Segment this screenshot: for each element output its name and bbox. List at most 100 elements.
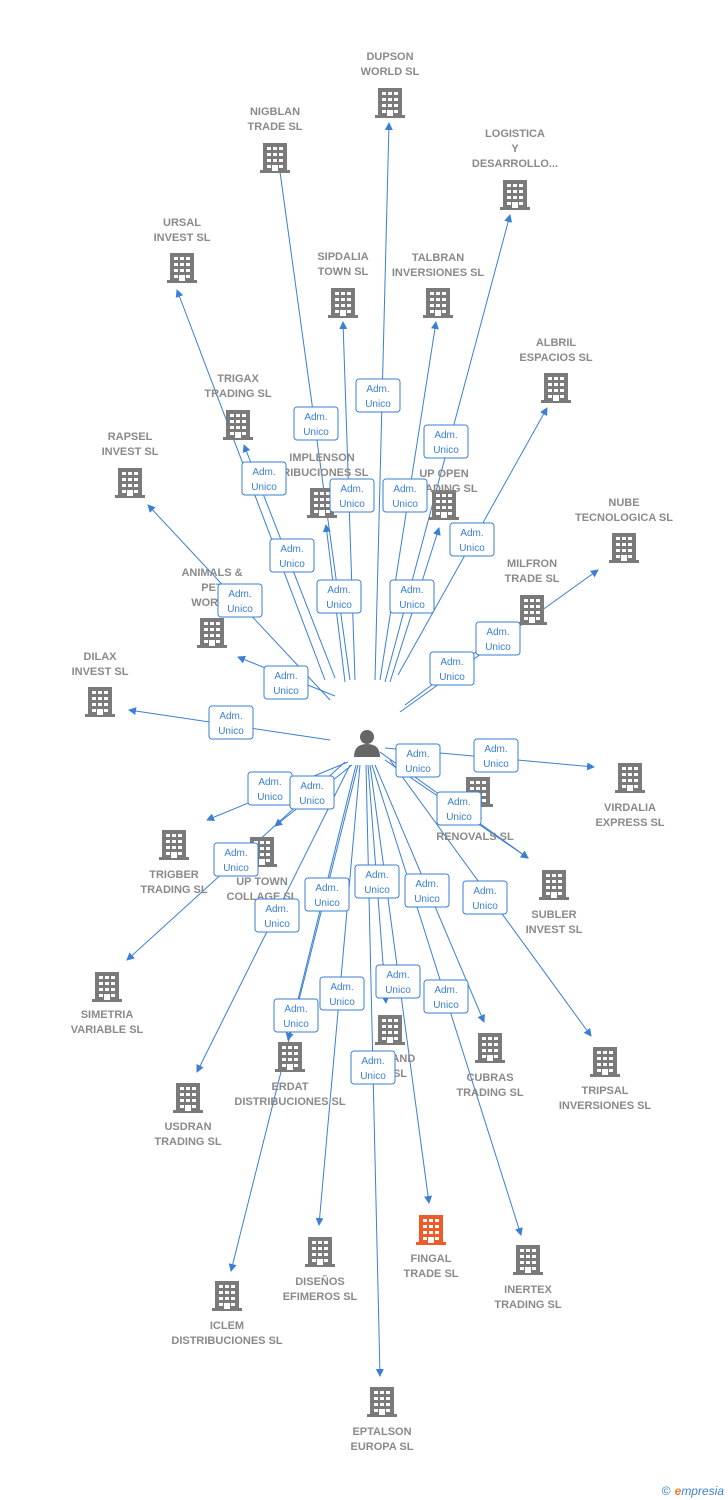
role-badge-text: Adm. (252, 467, 275, 478)
role-badge-text: Unico (314, 898, 340, 909)
building-icon (328, 288, 358, 318)
role-badge-eptalson[interactable]: Adm. Unico (350, 1050, 396, 1085)
role-badge-land[interactable]: Adm. Unico (354, 864, 400, 899)
role-badge-fingal[interactable]: Adm.Unico (375, 964, 421, 999)
role-badge-dilax[interactable]: Adm.Unico (208, 705, 254, 740)
role-badge-ursal[interactable]: Adm.Unico (241, 461, 287, 496)
role-badge-text: Unico (360, 1071, 386, 1082)
role-badge-inertex[interactable]: Adm.Unico (423, 979, 469, 1014)
footer-brand[interactable]: ©empresia (662, 1484, 724, 1498)
role-badge-virdalia[interactable]: Adm.Unico (473, 738, 519, 773)
role-badge-text: Adm. (473, 886, 496, 897)
role-badge-logistica[interactable]: Adm.Unico (423, 424, 469, 459)
role-badge-text: Adm. (280, 544, 303, 555)
building-icon (539, 870, 569, 900)
role-badge-text: Unico (364, 885, 390, 896)
role-badge-milfron[interactable]: Adm.Unico (429, 651, 475, 686)
role-badge-text: Adm. (228, 589, 251, 600)
role-badge-upopen[interactable]: Adm.Unico (389, 579, 435, 614)
person-node[interactable] (354, 730, 380, 757)
role-badge-text: Adm. (366, 384, 389, 395)
role-badge-implenson[interactable]: Adm.Unico (316, 579, 362, 614)
role-badge-dupson[interactable]: Adm.Unico (355, 378, 401, 413)
role-badge-iclem[interactable]: Adm.Unico (273, 998, 319, 1033)
person-icon (354, 730, 380, 757)
role-badge-uptown[interactable]: Adm.Unico (289, 775, 335, 810)
role-badge-erdat[interactable]: Adm. Unico (304, 877, 350, 912)
role-badge-text: Adm. (484, 744, 507, 755)
building-icon (167, 253, 197, 283)
building-icon (609, 533, 639, 563)
building-icon (159, 830, 189, 860)
building-icon (590, 1047, 620, 1077)
role-badge-text: Unico (459, 543, 485, 554)
role-badge-renovals[interactable]: Adm.Unico (395, 743, 441, 778)
role-badge-text: Adm. (406, 749, 429, 760)
role-badge-text: Adm. (340, 484, 363, 495)
role-badge-subler[interactable]: Adm.Unico (436, 791, 482, 826)
role-badge-simetria[interactable]: Adm.Unico (213, 842, 259, 877)
role-badge-cubras[interactable]: Adm.Unico (404, 873, 450, 908)
role-badge-text: Unico (303, 427, 329, 438)
role-badge-text: Adm. (224, 848, 247, 859)
building-icon (173, 1083, 203, 1113)
role-badge-text: Unico (485, 642, 511, 653)
role-badge-trigax[interactable]: Adm.Unico (269, 538, 315, 573)
role-badge-animals[interactable]: Adm.Unico (263, 665, 309, 700)
role-badge-text: Adm. (219, 711, 242, 722)
role-badge-text: Unico (257, 792, 283, 803)
role-badge-sipdalia[interactable]: Adm.Unico (329, 478, 375, 513)
role-badge-rapsel[interactable]: Adm.Unico (217, 583, 263, 618)
building-icon (305, 1237, 335, 1267)
role-badge-text: Adm. (327, 585, 350, 596)
role-badge-usdran[interactable]: Adm.Unico (254, 898, 300, 933)
role-badge-nube[interactable]: Adm.Unico (475, 621, 521, 656)
role-badge-nigblan[interactable]: Adm.Unico (293, 406, 339, 441)
role-badge-tripsal[interactable]: Adm.Unico (462, 880, 508, 915)
building-icon (197, 618, 227, 648)
role-badge-talbran[interactable]: Adm.Unico (382, 478, 428, 513)
role-badge-text: Adm. (361, 1056, 384, 1067)
role-badge-albril[interactable]: Adm.Unico (449, 522, 495, 557)
role-badge-trigber[interactable]: Adm.Unico (247, 771, 293, 806)
role-badge-disenos[interactable]: Adm.Unico (319, 976, 365, 1011)
role-badge-text: Adm. (365, 870, 388, 881)
role-badge-text: Unico (446, 812, 472, 823)
role-badge-text: Adm. (315, 883, 338, 894)
brand-name: mpresia (681, 1484, 724, 1498)
role-badge-text: Unico (385, 985, 411, 996)
